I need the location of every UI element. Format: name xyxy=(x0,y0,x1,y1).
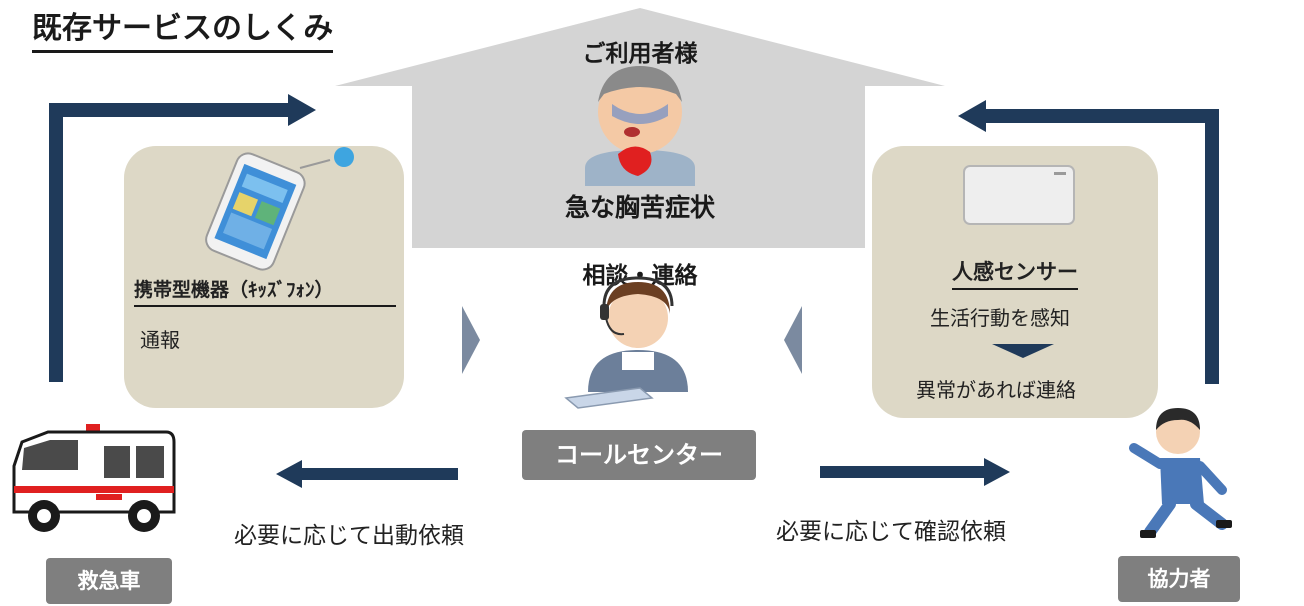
device-label: 携帯型機器（ｷｯｽﾞﾌｫﾝ） xyxy=(134,275,396,307)
dispatch-request-label: 必要に応じて出動依頼 xyxy=(234,523,464,549)
down-triangle-icon xyxy=(992,344,1054,358)
page-title: 既存サービスのしくみ xyxy=(32,10,334,53)
ambulance-label: 救急車 xyxy=(46,558,172,604)
notify-label: 異常があれば連絡 xyxy=(916,378,1076,402)
left-flow-arrow-line xyxy=(49,103,290,382)
call-center-box: コールセンター xyxy=(522,430,756,480)
sensor-label: 人感センサー xyxy=(952,256,1078,290)
left-chevron-icon xyxy=(462,306,480,374)
symptom-label: 急な胸苦症状 xyxy=(564,193,715,222)
confirm-arrow-head xyxy=(984,458,1010,486)
user-label: ご利用者様 xyxy=(582,41,698,67)
dispatch-arrow-head xyxy=(276,460,302,488)
report-label: 通報 xyxy=(140,328,180,352)
right-chevron-icon xyxy=(784,306,802,374)
cooperator-label: 協力者 xyxy=(1118,556,1240,602)
detect-label: 生活行動を感知 xyxy=(930,306,1070,330)
right-flow-arrow-head xyxy=(958,100,986,132)
right-flow-arrow-line xyxy=(984,109,1219,384)
left-flow-arrow-head xyxy=(288,94,316,126)
confirm-request-label: 必要に応じて確認依頼 xyxy=(776,519,1006,545)
